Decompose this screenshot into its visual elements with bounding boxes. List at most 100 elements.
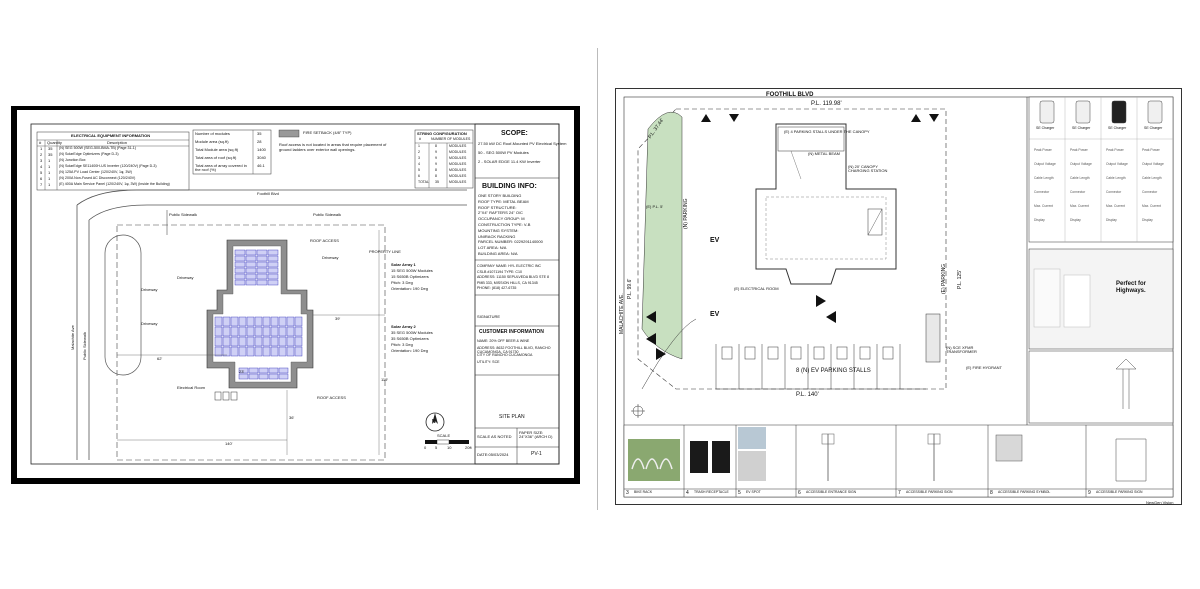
spec-row-label: Display: [1034, 218, 1045, 222]
solar-panel: [248, 367, 259, 374]
equipment-header: Description: [107, 140, 128, 145]
detail-number: 3: [626, 490, 629, 496]
charger-image: [1039, 100, 1055, 124]
scope-line: 27.50 kW DC Roof-Mounted PV Electrical S…: [478, 141, 567, 146]
ev-site-plan-sheet: FOOTHILL BLVD P.L. 119.98' P.L. 140' P.L…: [615, 88, 1182, 505]
building-info-line: OCCUPANCY GROUP: M: [478, 216, 525, 222]
spec-row-label: Output Voltage: [1142, 162, 1164, 166]
solar-panel: [294, 316, 303, 327]
spec-row-label: Peak Power: [1106, 148, 1124, 152]
stall-marker: [790, 346, 802, 360]
solar-panel: [278, 316, 287, 327]
string-row-unit: MODULES: [449, 174, 467, 178]
building-info-title: BUILDING INFO:: [482, 183, 537, 190]
solar-panel: [234, 273, 246, 280]
equipment-row-qty: 1: [48, 164, 51, 169]
solar-panel: [286, 346, 295, 357]
ev-label-b: EV: [710, 237, 720, 244]
solar-panel: [278, 346, 287, 357]
equipment-row-desc: (N) SolarEdge Optimizers (Page D-3): [59, 152, 119, 156]
note-canopy: (N) 20' CANOPY CHARGING STATION: [848, 164, 888, 174]
scope-title: SCOPE:: [501, 130, 528, 137]
charger-image: [1111, 100, 1127, 124]
solar-array-1-line: Pitch: 3 Deg: [391, 280, 413, 285]
brochure-title: Perfect for Highways.: [1116, 281, 1147, 294]
solar-panel: [256, 273, 268, 280]
solar-panel: [256, 279, 268, 286]
sidewalk-label-b: Public Sidewalk: [313, 212, 342, 217]
street-label: FOOTHILL BLVD: [766, 92, 814, 98]
solar-panel: [214, 326, 223, 337]
modules-row-label: Number of modules: [195, 131, 230, 136]
note-pl: (E) P.L. 5': [646, 204, 664, 209]
company-line: CSLB #1071194 TYPE: C10: [477, 269, 523, 274]
charger-label: SE Charger: [1036, 126, 1055, 130]
solar-panel: [286, 336, 295, 347]
scale-bar-icon: [425, 439, 469, 445]
signature-label: SIGNATURE: [477, 314, 501, 319]
ev-label-a: EV: [710, 311, 720, 318]
ev-site-plan-drawing: [623, 96, 1174, 498]
solar-panel: [256, 267, 268, 274]
string-row-unit: MODULES: [449, 162, 467, 166]
solar-array-1-line: Solar Array 1: [391, 262, 416, 267]
note-top: (E) 4 PARKING STALLS UNDER THE CANOPY: [784, 129, 870, 134]
solar-panel: [222, 316, 231, 327]
spec-row-label: Peak Power: [1142, 148, 1160, 152]
spec-row-label: Peak Power: [1034, 148, 1052, 152]
solar-panel: [238, 367, 249, 374]
equipment-row-desc: (N) 200A Non-Fused AC Disconnect (120/24…: [59, 176, 136, 180]
equipment-row-num: 6: [40, 176, 43, 181]
spec-row-label: Display: [1070, 218, 1081, 222]
detail-label: EV SPOT: [746, 490, 761, 494]
solar-array-1-line: Orientation: 190 Deg: [391, 286, 428, 291]
electrical-room-icon: [214, 391, 238, 401]
customer-line: UTILITY: SCE: [477, 360, 500, 364]
solar-array-1-line: 15 SEG 500W Modules: [391, 268, 433, 273]
detail-label: ACCESSIBLE PARKING SIGN: [1096, 490, 1143, 494]
malachite-label: Malachite Ave: [70, 325, 75, 350]
building-info-line: CONSTRUCTION TYPE: V-B: [478, 222, 531, 227]
solar-panel: [222, 326, 231, 337]
solar-array-2-line: Orientation: 190 Deg: [391, 348, 428, 353]
spec-row-label: Connector: [1142, 190, 1158, 194]
scale-label: SCALE: [437, 433, 451, 438]
solar-panel: [214, 346, 223, 357]
building-info-line: UNIRACK RACKING: [478, 233, 516, 239]
equipment-row-qty: 1: [48, 182, 51, 187]
site-plan-paper: ELECTRICAL EQUIPMENT INFORMATION #Quanti…: [17, 110, 574, 478]
solar-panel: [267, 255, 279, 262]
solar-panel: [246, 336, 255, 347]
sidewalk-label-c: Public Sidewalk: [82, 331, 87, 360]
dim-119: 119': [381, 377, 389, 382]
pl-left: P.L. 99.6': [627, 278, 633, 299]
detail-number: 4: [686, 490, 689, 496]
string-row-num: 6: [418, 174, 420, 178]
solar-panel: [238, 346, 247, 357]
string-row-count: 8: [435, 168, 437, 172]
spec-row-label: Max. Current: [1034, 204, 1054, 208]
compass-icon: [631, 404, 645, 418]
building-info-line: 2"X4" RAFTERS 24" O/C: [478, 210, 523, 216]
string-row-num: 2: [418, 150, 420, 154]
spec-row-label: Display: [1106, 218, 1117, 222]
roof-access-label-a: ROOF ACCESS: [310, 238, 339, 243]
building-info-line: BUILDING AREA: N/A: [478, 251, 518, 256]
solar-panel: [230, 316, 239, 327]
string-header: NUMBER OF MODULES: [431, 137, 471, 141]
charger-label: SE Charger: [1144, 126, 1163, 130]
modules-row-label: Total Module area (sq.ft): [195, 147, 239, 152]
company-line: PMB 333, MISSION HILLS, CA 91345: [477, 280, 538, 285]
stall-marker: [813, 346, 825, 360]
string-row-num: 3: [418, 156, 420, 160]
solar-panel: [246, 326, 255, 337]
electrical-room-label: Electrical Room: [177, 385, 206, 390]
spec-row-label: Max. Current: [1106, 204, 1126, 208]
solar-panel: [230, 326, 239, 337]
customer-line: CITY OF RANCHO CUCAMONGA: [477, 353, 533, 357]
modules-row-value: 35: [257, 131, 262, 136]
stall-marker: [744, 346, 756, 360]
solar-array-2-line: Solar Array 2: [391, 324, 416, 329]
detail-number: 9: [1088, 490, 1091, 496]
customer-title: CUSTOMER INFORMATION: [479, 329, 544, 335]
